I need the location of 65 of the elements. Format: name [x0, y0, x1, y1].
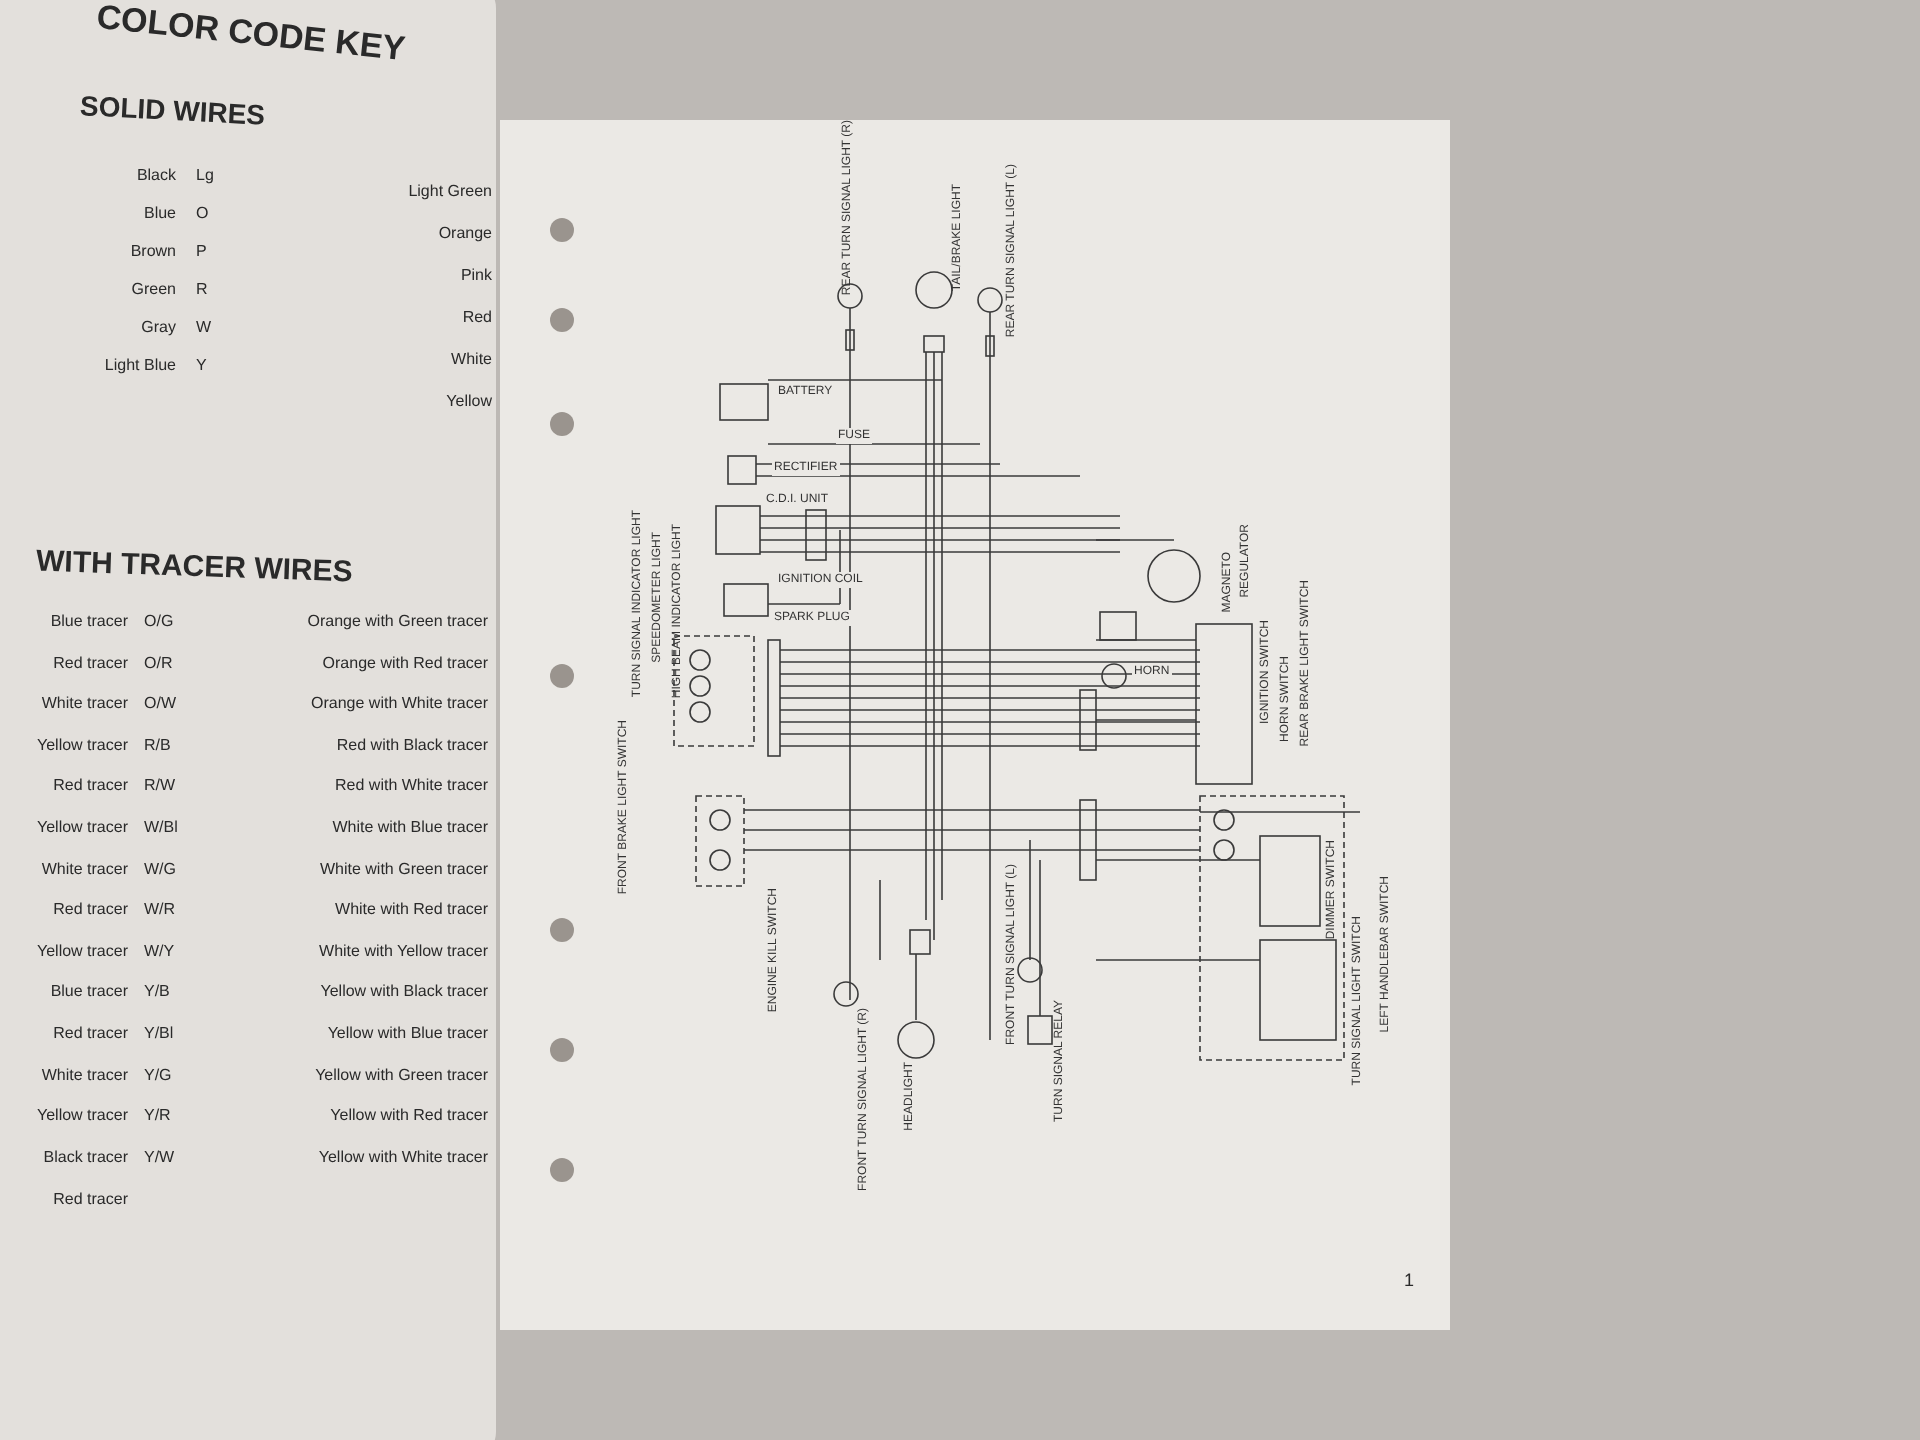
color-code: W/R: [144, 902, 176, 919]
tracer-name: White with Blue tracer: [330, 820, 488, 836]
color-code: R/W: [144, 778, 176, 795]
tracer-name: White tracer: [39, 861, 128, 878]
tracer-name: Yellow with Green tracer: [313, 1067, 488, 1084]
color-code: W/Y: [144, 943, 175, 960]
heading: COLOR CODE KEY: [95, 0, 407, 67]
color-code: O/G: [144, 614, 174, 630]
tracer-name: Red tracer: [51, 902, 128, 919]
color-name: Green: [129, 282, 176, 298]
tracer-name: Blue tracer: [48, 614, 128, 630]
color-name: Brown: [128, 244, 176, 260]
tracer-name: White tracer: [39, 696, 128, 713]
color-name: Orange: [436, 226, 492, 242]
color-code: R: [196, 282, 208, 298]
tracer-name: White with Green tracer: [317, 861, 488, 878]
tracer-name: Orange with White tracer: [309, 696, 488, 713]
color-code: O/R: [144, 655, 173, 672]
tracer-name: Yellow with Black tracer: [318, 984, 488, 1001]
tracer-name: Yellow tracer: [34, 820, 128, 836]
tracer-name: White tracer: [39, 1067, 128, 1084]
color-name: Pink: [458, 268, 492, 284]
color-code: Y: [196, 358, 207, 374]
page-number: 1: [1404, 1272, 1415, 1290]
color-code: W: [196, 320, 212, 336]
color-code: P: [196, 244, 207, 260]
color-code: Y/G: [144, 1067, 172, 1084]
color-name: Blue: [141, 206, 176, 222]
tracer-name: Red with White tracer: [333, 778, 488, 795]
tracer-name: Red tracer: [51, 778, 128, 795]
tracer-name: Black tracer: [41, 1149, 128, 1166]
color-code: Y/W: [144, 1149, 175, 1166]
color-code: W/Bl: [144, 820, 178, 836]
color-name: White: [449, 352, 492, 368]
tracer-name: White with Red tracer: [333, 902, 488, 919]
color-name: Gray: [139, 320, 176, 336]
color-code: Y/B: [144, 984, 170, 1001]
color-code: R/B: [144, 737, 171, 754]
tracer-name: Red tracer: [51, 1026, 128, 1042]
subheading: WITH TRACER WIRES: [35, 546, 354, 588]
tracer-name: Yellow with Red tracer: [328, 1108, 488, 1125]
tracer-name: Orange with Green tracer: [305, 614, 488, 630]
tracer-name: Yellow tracer: [34, 1108, 128, 1125]
color-name: Red: [460, 310, 492, 326]
color-name: Light Blue: [102, 358, 176, 374]
color-name: Black: [134, 168, 176, 184]
color-name: Yellow: [444, 394, 492, 410]
tracer-name: Red tracer: [51, 1192, 128, 1208]
tracer-name: White with Yellow tracer: [317, 943, 488, 960]
color-code: O: [196, 206, 209, 222]
tracer-name: Red with Black tracer: [334, 737, 488, 754]
tracer-name: Yellow with Blue tracer: [325, 1026, 488, 1042]
color-code: Y/R: [144, 1108, 171, 1125]
color-code: Y/Bl: [144, 1026, 174, 1042]
color-code: W/G: [144, 861, 176, 878]
color-code: O/W: [144, 696, 176, 713]
color-name: Light Green: [406, 184, 492, 200]
tracer-name: Yellow tracer: [34, 737, 128, 754]
tracer-name: Red tracer: [51, 655, 128, 672]
subheading: SOLID WIRES: [79, 91, 266, 129]
tracer-name: Orange with Red tracer: [320, 655, 488, 672]
tracer-name: Blue tracer: [48, 984, 128, 1001]
tracer-name: Yellow tracer: [34, 943, 128, 960]
tracer-name: Yellow with White tracer: [316, 1149, 488, 1166]
color-code: Lg: [196, 168, 214, 184]
